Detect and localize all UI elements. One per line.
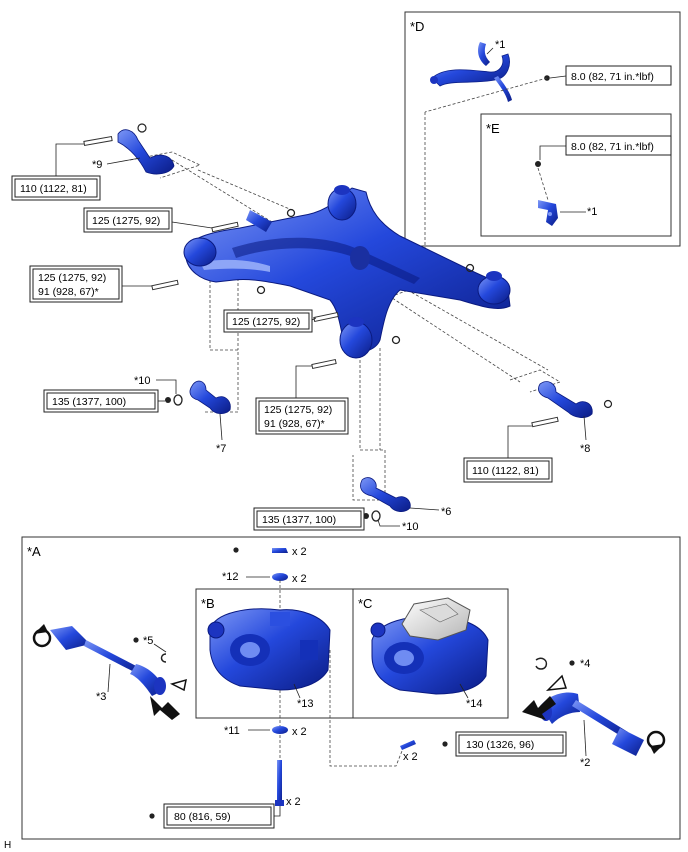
- panel-a: *A x 2 *12 x 2 *5 *3 *B: [21, 536, 681, 840]
- svg-text:130 (1326, 96): 130 (1326, 96): [466, 739, 534, 751]
- svg-text:110 (1122, 81): 110 (1122, 81): [20, 183, 87, 195]
- arm-9-part: [117, 123, 175, 175]
- callout-3: *3: [96, 691, 106, 703]
- torque-125a: 125 (1275, 92): [83, 207, 213, 233]
- panel-e-label: *E: [486, 121, 500, 136]
- torque-130: 130 (1326, 96): [455, 731, 567, 757]
- panel-b-label: *B: [201, 596, 215, 611]
- washer-10a-icon: [165, 394, 183, 406]
- torque-135b: 135 (1377, 100): [253, 507, 365, 531]
- svg-text:135 (1377, 100): 135 (1377, 100): [262, 514, 336, 526]
- torque-135a: 135 (1377, 100): [43, 389, 165, 413]
- arm-8-part: [538, 381, 613, 418]
- stud-bolt-part: [275, 760, 284, 806]
- torque-125b: 125 (1275, 92) 91 (928, 67)*: [29, 265, 152, 303]
- washer-12-part: [272, 573, 288, 581]
- torque-e: 8.0 (82, 71 in.*lbf): [571, 141, 654, 153]
- callout-11: *11: [224, 725, 240, 737]
- torque-110b: 110 (1122, 81): [463, 425, 553, 483]
- qty-top: x 2: [292, 546, 307, 558]
- qty-11: x 2: [292, 726, 307, 738]
- washer-10b-icon: [363, 510, 381, 522]
- figure-code: H: [4, 840, 11, 851]
- panel-d-label: *D: [410, 19, 424, 34]
- arrow-white-left-icon: [169, 678, 187, 692]
- svg-text:110 (1122, 81): 110 (1122, 81): [472, 465, 539, 477]
- snap-ring-5-icon: [160, 653, 167, 663]
- qty-bolt: x 2: [403, 751, 418, 763]
- svg-text:135 (1377, 100): 135 (1377, 100): [52, 396, 126, 408]
- subframe-group: *9 *10 *7 *8 *6 *10 110 (1122, 81) 125 (…: [11, 123, 613, 533]
- panel-e: *E 8.0 (82, 71 in.*lbf) *1: [480, 113, 672, 237]
- panel-a-label: *A: [27, 544, 41, 559]
- callout-8: *8: [580, 443, 590, 455]
- rotate-left-icon: [32, 624, 52, 648]
- washer-11-part: [272, 726, 288, 734]
- nut-icons: [256, 208, 475, 345]
- arrow-black-right-icon: [522, 696, 556, 720]
- driveshaft-3-part: [50, 626, 166, 696]
- arrow-white-right-icon: [545, 674, 568, 691]
- bolt-icons: [83, 136, 559, 428]
- callout-1-e: *1: [587, 206, 597, 218]
- svg-text:125 (1275, 92): 125 (1275, 92): [92, 215, 160, 227]
- svg-text:91 (928, 67)*: 91 (928, 67)*: [264, 418, 325, 430]
- callout-10b: *10: [402, 521, 419, 533]
- svg-text:125 (1275, 92): 125 (1275, 92): [232, 316, 300, 328]
- differential-13-part: [207, 608, 331, 691]
- callout-5: *5: [143, 635, 153, 647]
- panel-c: *C *14: [352, 588, 509, 719]
- callout-9: *9: [92, 159, 102, 171]
- torque-125d: 125 (1275, 92) 91 (928, 67)*: [255, 365, 349, 435]
- arrow-black-left-icon: [150, 696, 180, 720]
- svg-text:125 (1275, 92): 125 (1275, 92): [38, 272, 106, 284]
- callout-7: *7: [216, 443, 226, 455]
- stabilizer-link-part: [430, 42, 512, 102]
- svg-text:80 (816, 59): 80 (816, 59): [174, 811, 231, 823]
- sensor-bracket-part: [538, 200, 558, 226]
- torque-d: 8.0 (82, 71 in.*lbf): [571, 71, 654, 83]
- torque-125c: 125 (1275, 92): [223, 309, 317, 333]
- svg-text:125 (1275, 92): 125 (1275, 92): [264, 404, 332, 416]
- qty-12: x 2: [292, 573, 307, 585]
- callout-2: *2: [580, 757, 590, 769]
- torque-110a: 110 (1122, 81): [11, 143, 101, 201]
- callout-13: *13: [297, 698, 314, 710]
- torque-80: 80 (816, 59): [163, 803, 281, 829]
- callout-4: *4: [580, 658, 590, 670]
- bolt-130-part: [400, 740, 416, 750]
- callout-6: *6: [441, 506, 451, 518]
- panel-d: *D *1 8.0 (82, 71 in.*lbf): [404, 11, 681, 248]
- callout-12: *12: [222, 571, 239, 583]
- panel-c-label: *C: [358, 596, 372, 611]
- svg-text:91 (928, 67)*: 91 (928, 67)*: [38, 286, 99, 298]
- callout-10a: *10: [134, 375, 151, 387]
- callout-14: *14: [466, 698, 483, 710]
- differential-14-part: [370, 597, 489, 695]
- bolt-top-part: [272, 548, 288, 553]
- qty-stud: x 2: [286, 796, 301, 808]
- callout-1-d: *1: [495, 39, 505, 51]
- link-7-part: [189, 380, 231, 414]
- panel-b: *B *13: [195, 588, 354, 719]
- rotate-right-icon: [646, 730, 666, 754]
- snap-ring-4-icon: [535, 657, 548, 670]
